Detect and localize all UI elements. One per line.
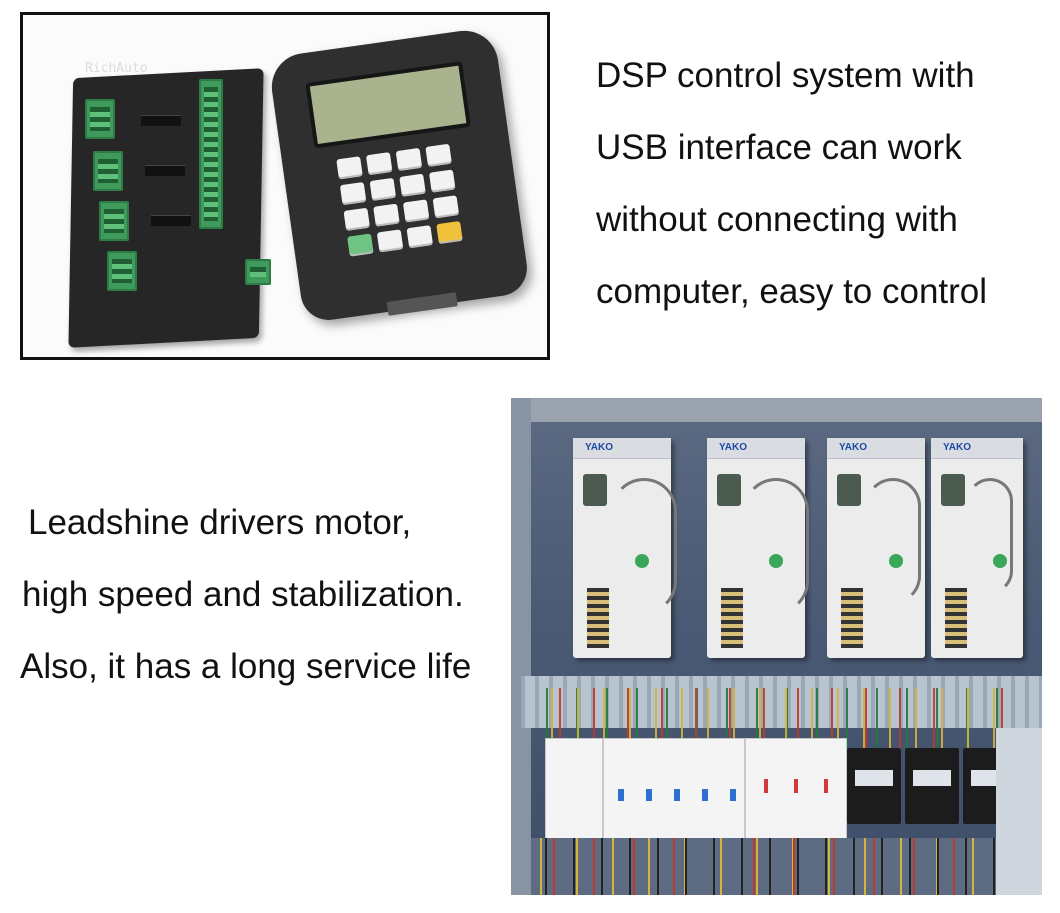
keypad-key (343, 207, 371, 231)
driver-header: YAKO (707, 438, 805, 459)
green-terminal-block (85, 99, 115, 139)
fuse-holder-row (745, 738, 847, 840)
keypad-key (365, 152, 393, 176)
packaging-wrap (996, 728, 1042, 895)
keypad-key (369, 177, 397, 201)
cabinet-side-frame (511, 398, 531, 895)
keypad-key (402, 199, 430, 223)
dsp-caption-line: USB interface can work (596, 128, 962, 167)
driver-terminal-strip (721, 588, 743, 648)
driver-terminal-strip (587, 588, 609, 648)
drivers-caption-line: Leadshine drivers motor, (28, 503, 412, 542)
pendant-usb-connector (386, 292, 458, 316)
motor-cable (865, 478, 921, 604)
handheld-pendant-image (267, 26, 531, 324)
keypad-key (428, 169, 456, 193)
contactor-relay (905, 748, 959, 824)
pendant-lcd-screen (305, 61, 471, 149)
green-terminal-block (93, 151, 123, 191)
keypad-key (432, 195, 460, 219)
keypad-key (373, 203, 400, 227)
pendant-keypad (336, 143, 468, 257)
stepper-driver-module: YAKO (827, 438, 925, 658)
drivers-description-text: Leadshine drivers motor, high speed and … (20, 487, 471, 703)
drivers-caption-line: Also, it has a long service life (20, 647, 472, 686)
drivers-caption-line: high speed and stabilization. (22, 575, 464, 614)
motor-cable (967, 478, 1013, 594)
driver-connector (583, 474, 607, 506)
board-component (141, 115, 181, 126)
driver-status-led (769, 554, 783, 568)
driver-terminal-strip (841, 588, 863, 648)
green-terminal-strip (199, 79, 223, 229)
keypad-key (336, 156, 363, 180)
driver-connector (837, 474, 861, 506)
keypad-key (339, 181, 367, 206)
keypad-key (399, 173, 426, 197)
board-component (145, 165, 185, 176)
green-terminal-block (245, 259, 271, 285)
keypad-key (395, 147, 423, 172)
driver-header: YAKO (931, 438, 1023, 459)
keypad-key (376, 229, 404, 253)
dsp-description-text: DSP control system with USB interface ca… (596, 40, 987, 328)
dsp-controller-photo: RichAuto (20, 12, 550, 360)
driver-header: YAKO (573, 438, 671, 459)
dsp-caption-line: DSP control system with (596, 56, 975, 95)
driver-status-led (635, 554, 649, 568)
driver-brand-label: YAKO (839, 442, 867, 453)
green-terminal-block (107, 251, 137, 291)
motor-cable (743, 478, 809, 614)
driver-brand-label: YAKO (943, 442, 971, 453)
bottom-wiring (531, 838, 1031, 895)
driver-connector (717, 474, 741, 506)
circuit-breaker (545, 738, 603, 840)
stepper-driver-module: YAKO (931, 438, 1023, 658)
keypad-key (406, 225, 434, 249)
circuit-breaker-row (603, 738, 745, 840)
stepper-driver-module: YAKO (707, 438, 805, 658)
dsp-caption-line: without connecting with (596, 200, 958, 239)
stepper-driver-module: YAKO (573, 438, 671, 658)
board-component (151, 215, 191, 226)
cabinet-top-frame (511, 398, 1042, 422)
driver-terminal-strip (945, 588, 967, 648)
motor-cable (611, 478, 677, 614)
board-brand-label: RichAuto (85, 61, 148, 76)
dsp-caption-line: computer, easy to control (596, 272, 988, 311)
keypad-key (425, 143, 452, 167)
keypad-key-yellow (436, 220, 463, 245)
contactor-relay (847, 748, 901, 824)
driver-brand-label: YAKO (719, 442, 747, 453)
electrical-cabinet-photo: YAKO YAKO YAKO YAKO (511, 398, 1042, 895)
driver-connector (941, 474, 965, 506)
driver-header: YAKO (827, 438, 925, 459)
driver-brand-label: YAKO (585, 442, 613, 453)
green-terminal-block (99, 201, 129, 241)
keypad-key-green (347, 233, 374, 257)
